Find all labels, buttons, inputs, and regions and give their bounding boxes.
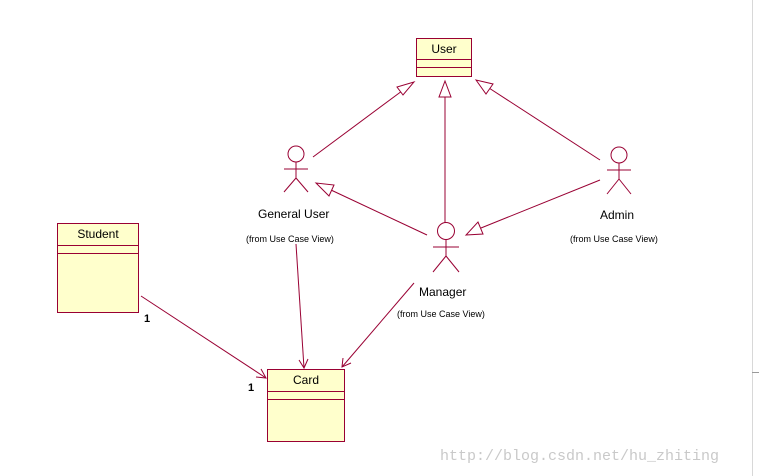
association-arrowhead	[298, 358, 309, 370]
class-card[interactable]: Card	[267, 369, 345, 442]
association-arrowhead	[341, 357, 352, 368]
generalization-generaluser-user	[312, 87, 407, 158]
watermark-text: http://blog.csdn.net/hu_zhiting	[440, 448, 720, 465]
actor-manager-icon[interactable]	[429, 220, 463, 274]
class-user-attributes	[417, 60, 471, 68]
generalization-arrowhead	[464, 221, 484, 236]
class-card-name: Card	[268, 370, 344, 392]
actor-general-user-note: (from Use Case View)	[246, 234, 334, 244]
generalization-arrowhead	[438, 79, 452, 98]
actor-manager-note: (from Use Case View)	[397, 309, 485, 319]
right-ruler-tick	[752, 372, 759, 373]
actor-manager-label: Manager	[419, 285, 467, 299]
class-user[interactable]: User	[416, 38, 472, 77]
actor-admin-note: (from Use Case View)	[570, 234, 658, 244]
class-student[interactable]: Student	[57, 223, 139, 313]
actor-general-user-icon[interactable]	[280, 144, 312, 194]
association-arrowhead	[255, 368, 267, 379]
actor-admin-label: Admin	[600, 208, 635, 222]
association-student-card	[140, 295, 267, 379]
actor-general-user-label: General User	[258, 207, 330, 221]
multiplicity-card-end: 1	[248, 382, 255, 394]
right-scroll-edge	[752, 0, 753, 476]
class-user-name: User	[417, 39, 471, 60]
generalization-admin-user	[488, 87, 601, 161]
actor-admin-icon[interactable]	[603, 145, 635, 196]
generalization-arrowhead	[474, 79, 494, 95]
association-manager-card	[341, 282, 415, 368]
generalization-admin-manager	[480, 179, 601, 229]
association-generaluser-card	[295, 243, 305, 369]
multiplicity-student-end: 1	[144, 313, 151, 325]
class-student-name: Student	[58, 224, 138, 246]
class-card-attributes	[268, 392, 344, 400]
generalization-arrowhead	[396, 81, 416, 96]
generalization-manager-generaluser	[330, 189, 428, 236]
generalization-arrowhead	[314, 182, 335, 197]
class-student-attributes	[58, 246, 138, 254]
